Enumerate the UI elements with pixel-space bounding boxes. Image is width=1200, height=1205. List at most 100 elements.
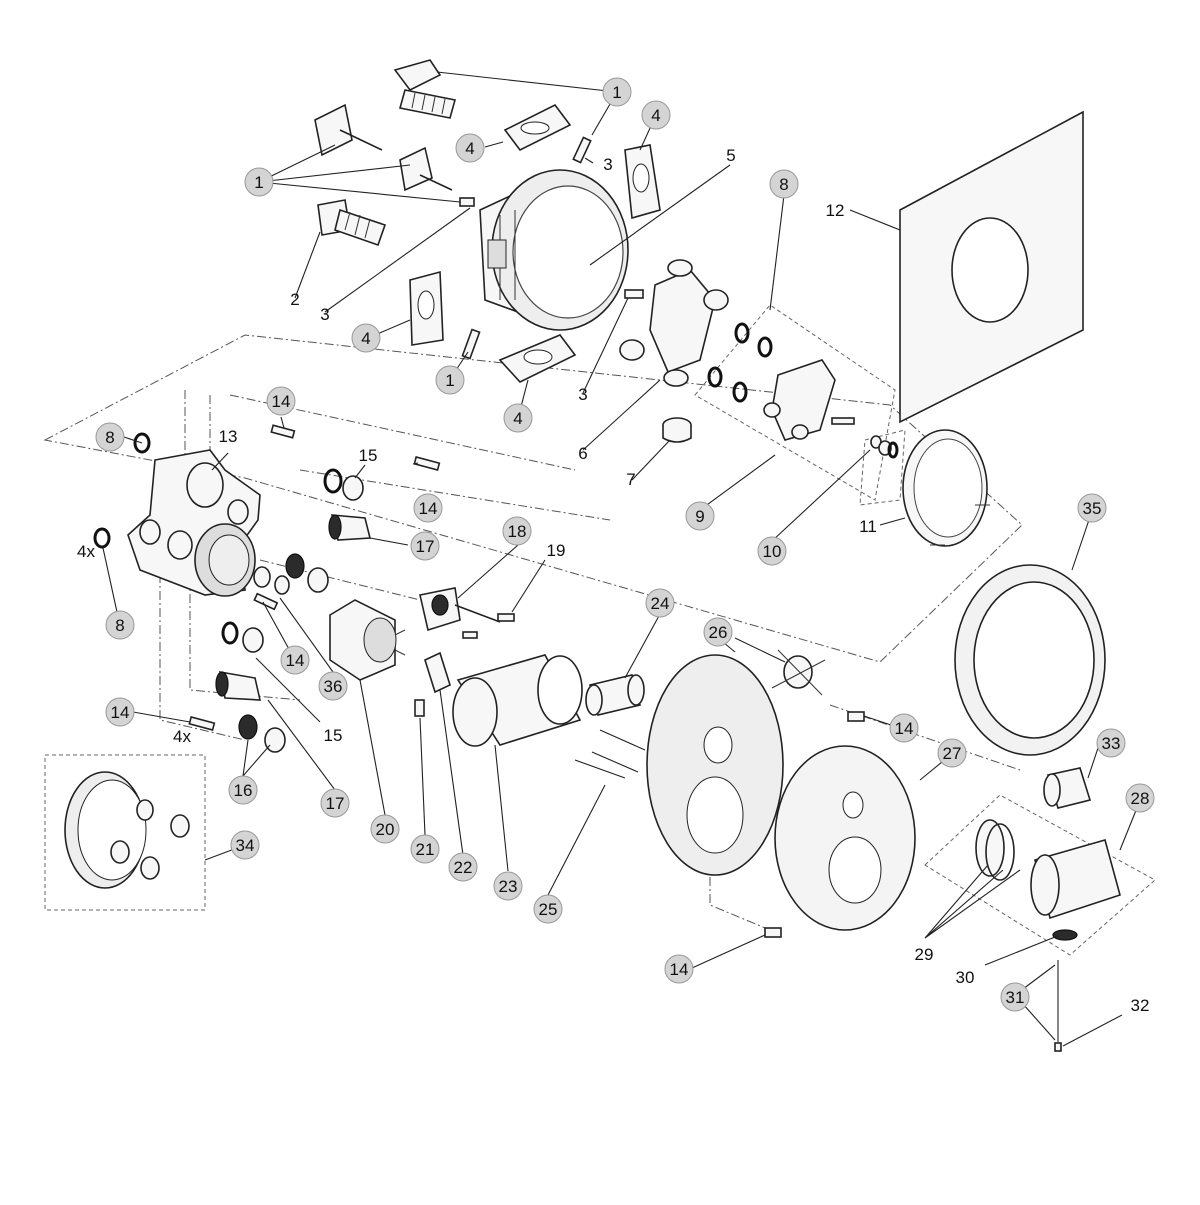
callout-14: 14 bbox=[664, 954, 694, 984]
callout-4: 4 bbox=[641, 100, 671, 130]
callout-3: 3 bbox=[578, 385, 587, 404]
part-35-trim-ring bbox=[954, 564, 1106, 756]
svg-text:32: 32 bbox=[1131, 996, 1150, 1015]
guide-box-seals bbox=[694, 304, 896, 501]
svg-text:22: 22 bbox=[454, 858, 473, 877]
callout-22: 22 bbox=[448, 852, 478, 882]
part-2-anchor-ribbed bbox=[317, 199, 387, 247]
part-14-screws bbox=[188, 424, 865, 938]
callout-13: 13 bbox=[219, 427, 238, 446]
callout-14: 14 bbox=[280, 645, 310, 675]
callout-9: 9 bbox=[685, 501, 715, 531]
callout-29: 29 bbox=[915, 945, 934, 964]
svg-text:15: 15 bbox=[324, 726, 343, 745]
svg-text:15: 15 bbox=[359, 446, 378, 465]
svg-text:28: 28 bbox=[1131, 789, 1150, 808]
guide-box-34 bbox=[44, 754, 206, 911]
svg-text:8: 8 bbox=[115, 616, 124, 635]
callout-17: 17 bbox=[320, 788, 350, 818]
part-24-sleeve bbox=[585, 674, 645, 716]
part-1-anchor-mid bbox=[399, 146, 453, 192]
guide-box-handle bbox=[924, 794, 1156, 956]
svg-text:11: 11 bbox=[859, 517, 877, 536]
svg-text:33: 33 bbox=[1102, 734, 1121, 753]
part-27-escutcheon bbox=[774, 745, 916, 931]
part-19-screws bbox=[462, 613, 515, 639]
svg-text:16: 16 bbox=[234, 781, 253, 800]
svg-text:30: 30 bbox=[956, 968, 975, 987]
callout-16: 16 bbox=[228, 775, 258, 805]
callout-14: 14 bbox=[413, 493, 443, 523]
callout-30: 30 bbox=[956, 968, 975, 987]
svg-text:6: 6 bbox=[578, 444, 587, 463]
part-23-extension bbox=[452, 654, 583, 747]
callout-8: 8 bbox=[769, 169, 799, 199]
part-1-anchor-top bbox=[393, 59, 457, 119]
svg-text:4: 4 bbox=[361, 329, 370, 348]
svg-text:26: 26 bbox=[709, 623, 728, 642]
callout-6: 6 bbox=[578, 444, 587, 463]
callout-15: 15 bbox=[359, 446, 378, 465]
svg-text:14: 14 bbox=[272, 392, 291, 411]
svg-text:4: 4 bbox=[513, 409, 522, 428]
callout-31: 31 bbox=[1000, 982, 1030, 1012]
svg-text:12: 12 bbox=[826, 201, 845, 220]
svg-text:14: 14 bbox=[286, 651, 305, 670]
part-11-plaster-guard bbox=[902, 429, 990, 547]
svg-text:3: 3 bbox=[578, 385, 587, 404]
svg-text:3: 3 bbox=[320, 305, 329, 324]
callout-17: 17 bbox=[410, 531, 440, 561]
part-22-stop-ring bbox=[424, 651, 451, 694]
part-12-cover-plate bbox=[899, 110, 1084, 424]
svg-text:14: 14 bbox=[111, 703, 130, 722]
part-6-cross-fitting bbox=[619, 259, 729, 387]
part-25-long-screws bbox=[574, 729, 646, 779]
part-7-plug bbox=[662, 417, 692, 443]
svg-text:24: 24 bbox=[651, 594, 670, 613]
part-3-screws bbox=[459, 136, 644, 360]
callout-2: 2 bbox=[290, 290, 299, 309]
svg-text:4: 4 bbox=[651, 106, 660, 125]
callout-15: 15 bbox=[324, 726, 343, 745]
svg-text:8: 8 bbox=[105, 428, 114, 447]
svg-text:20: 20 bbox=[376, 820, 395, 839]
callout-26: 26 bbox=[703, 617, 733, 647]
part-36-insert bbox=[253, 566, 290, 595]
svg-text:1: 1 bbox=[254, 173, 263, 192]
svg-text:8: 8 bbox=[779, 175, 788, 194]
part-17-check-cartridges bbox=[215, 514, 372, 701]
guide-outline-upper bbox=[43, 334, 1023, 663]
part-32-tip bbox=[1054, 1042, 1062, 1052]
svg-text:27: 27 bbox=[943, 744, 962, 763]
part-18-diverter bbox=[419, 587, 501, 632]
part-8-o-rings-box bbox=[707, 322, 773, 403]
callout-3: 3 bbox=[603, 155, 612, 174]
part-26-mounting-plate bbox=[646, 649, 826, 876]
part-29-rings bbox=[975, 819, 1015, 881]
callout-10: 10 bbox=[757, 536, 787, 566]
part-13-valve-body bbox=[127, 449, 261, 597]
part-10-check-parts bbox=[870, 435, 899, 459]
part-5-mounting-box bbox=[479, 169, 629, 331]
callout-12: 12 bbox=[826, 201, 845, 220]
callout-35: 35 bbox=[1077, 493, 1107, 523]
callout-4: 4 bbox=[503, 403, 533, 433]
svg-text:17: 17 bbox=[326, 794, 345, 813]
callout-14: 14 bbox=[266, 386, 296, 416]
callout-1: 1 bbox=[244, 167, 274, 197]
svg-text:23: 23 bbox=[499, 877, 518, 896]
svg-text:21: 21 bbox=[416, 840, 435, 859]
svg-text:25: 25 bbox=[539, 900, 558, 919]
svg-text:2: 2 bbox=[290, 290, 299, 309]
part-21-grub-screw bbox=[414, 699, 425, 717]
callout-28: 28 bbox=[1125, 783, 1155, 813]
part-34-alt-body bbox=[64, 771, 190, 889]
svg-text:5: 5 bbox=[726, 146, 735, 165]
svg-text:35: 35 bbox=[1083, 499, 1102, 518]
svg-text:29: 29 bbox=[915, 945, 934, 964]
svg-text:18: 18 bbox=[508, 522, 527, 541]
callout-25: 25 bbox=[533, 894, 563, 924]
callout-18: 18 bbox=[502, 516, 532, 546]
svg-text:14: 14 bbox=[670, 960, 689, 979]
